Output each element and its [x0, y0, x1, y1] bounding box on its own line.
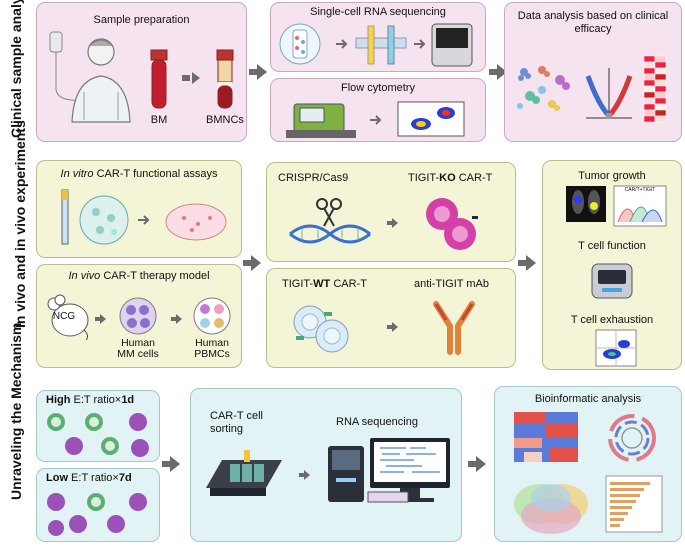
tumor-growth-title: Tumor growth [578, 170, 646, 182]
tcell-function-title: T cell function [578, 240, 646, 252]
ko-prefix: TIGIT- [408, 172, 440, 184]
arrow-ratios-to-sorting [162, 456, 180, 472]
facs-histogram-label: CAR/T+TIGIT [624, 187, 656, 193]
bmncs-tube-icon [216, 49, 234, 109]
sample-preparation-title: Sample preparation [93, 14, 190, 26]
tigit-wt-car-t-label: TIGIT-WT CAR-T [282, 278, 367, 291]
enrichment-barplot-icon [605, 475, 663, 533]
ko-suffix: CAR-T [455, 172, 493, 184]
arrow-mm-to-pbmc [171, 314, 182, 324]
human-mm-cells-icon [119, 297, 157, 335]
sample-preparation-panel [36, 2, 247, 142]
invitro-assay-icon [61, 189, 227, 245]
data-analysis-title: Data analysis based on clinical efficacy [517, 10, 669, 35]
invivo-rest: CAR-T therapy model [100, 270, 210, 282]
bmncs-label: BMNCs [206, 114, 244, 126]
crispr-ko-panel [266, 162, 516, 262]
ko-bold: KO [439, 172, 456, 184]
wt-prefix: TIGIT- [282, 278, 314, 290]
flow-cytometer-icon [286, 101, 465, 138]
expression-heatmap-icon [514, 412, 578, 462]
high-mid: E:T ratio× [70, 394, 122, 406]
arrow-sequencing-to-analysis [489, 64, 507, 80]
invivo-model-title: In vivo CAR-T therapy model [36, 270, 242, 283]
invivo-italic: In vivo [68, 270, 101, 282]
ncg-label: NCG [52, 311, 76, 322]
bm-label: BM [150, 114, 168, 126]
circos-plot-icon [608, 414, 656, 462]
arrow-crispr-to-ko [387, 218, 398, 228]
high-bold: High [46, 394, 71, 406]
tigit-ko-car-t-label: TIGIT-KO CAR-T [408, 172, 492, 185]
low-bold: Low [46, 472, 68, 484]
high-et-cells-icon [47, 413, 149, 457]
facs-histogram-icon [613, 185, 667, 227]
rna-sequencing-label: RNA sequencing [336, 416, 418, 428]
ko-car-t-cells-icon [426, 198, 478, 250]
high-et-title: High E:T ratio×1d [46, 394, 134, 407]
invitro-italic: In vitro [60, 168, 94, 180]
human-pbmcs-icon [193, 297, 231, 335]
bm-tube-icon [150, 49, 168, 109]
patient-icon [49, 31, 131, 123]
arrow-experiments-to-outcomes [518, 255, 536, 271]
scrna-seq-title: Single-cell RNA sequencing [310, 6, 446, 18]
bioluminescence-icon [566, 186, 606, 222]
umap-plot-icon [517, 66, 570, 111]
arrow-mouse-to-mm [95, 314, 106, 324]
row-label-invivo-text: In vivo and in vivo experiments [12, 120, 28, 328]
invitro-rest: CAR-T functional assays [93, 168, 218, 180]
low-et-cells-icon [47, 493, 147, 536]
arrow-sorting-to-sequencer [299, 470, 310, 480]
antibody-icon [433, 301, 475, 355]
mouse-icon [47, 294, 89, 341]
high-days: 1d [121, 394, 135, 406]
wt-bold: WT [313, 278, 331, 290]
volcano-plot-icon [585, 68, 633, 119]
row-label-mechanism: Unraveling the Mechanism [8, 322, 24, 500]
plate-reader-icon [591, 263, 633, 299]
dna-scissors-icon [289, 198, 371, 244]
sequencer-icon [328, 438, 450, 503]
arrow-models-to-crispr [243, 255, 261, 271]
exhaustion-facs-icon [595, 329, 637, 367]
crispr-label: CRISPR/Cas9 [278, 172, 349, 184]
cell-sorter-icon [206, 450, 282, 496]
droplet-icon [279, 23, 473, 67]
wt-car-t-cells-icon [293, 305, 349, 353]
heatmap-icon [643, 55, 667, 123]
arrow-sequencing-to-bioinformatics [468, 456, 486, 472]
low-days: 7d [118, 472, 132, 484]
flow-cytometry-title: Flow cytometry [341, 82, 415, 94]
arrow-bm-to-bmncs [182, 72, 200, 84]
anti-tigit-mab-label: anti-TIGIT mAb [414, 278, 489, 290]
human-mm-cells-label: Human MM cells [117, 337, 159, 360]
tcell-exhaustion-title: T cell exhaustion [570, 314, 654, 326]
wt-suffix: CAR-T [330, 278, 367, 290]
low-et-title: Low E:T ratio×7d [46, 472, 132, 485]
arrow-prep-to-sequencing [249, 64, 267, 80]
row-label-invivo: In vivo and in vivo experiments [12, 120, 28, 328]
venn-diagram-icon [514, 484, 588, 534]
car-t-sorting-label: CAR-T cell sorting [210, 410, 263, 435]
low-mid: E:T ratio× [68, 472, 119, 484]
invitro-assays-title: In vitro CAR-T functional assays [36, 168, 242, 181]
human-pbmcs-label: Human PBMCs [194, 337, 230, 360]
arrow-wt-to-antibody [387, 322, 398, 332]
bioinformatic-title: Bioinformatic analysis [534, 393, 642, 405]
